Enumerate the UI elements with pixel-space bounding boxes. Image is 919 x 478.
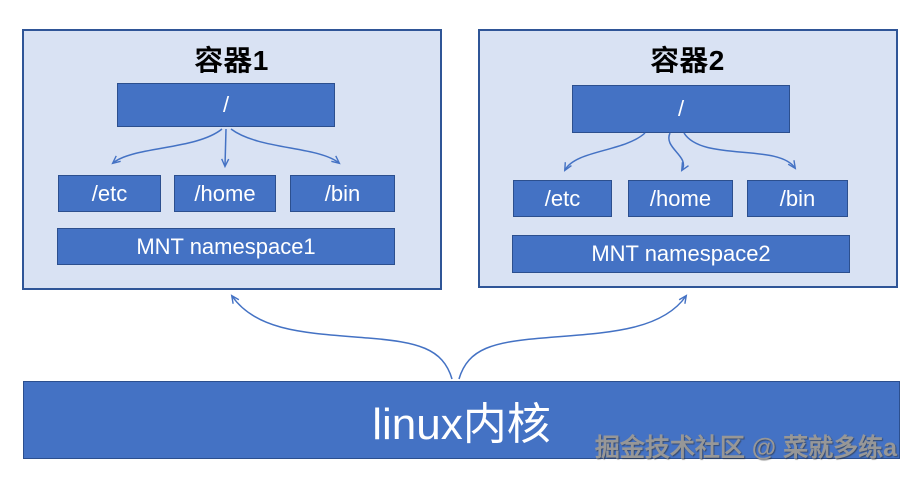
container-2-panel: 容器2 / /etc /home /bin MNT namespace2 [478,29,898,288]
container-1-title: 容器1 [194,45,270,76]
container-2-bin-box: /bin [747,180,848,217]
container-1-bin-box: /bin [290,175,395,212]
container-2-etc-box: /etc [513,180,612,217]
container-2-root-box: / [572,85,790,133]
container-1-root-box: / [117,83,335,127]
container-1-namespace-box: MNT namespace1 [57,228,395,265]
container-2-namespace-box: MNT namespace2 [512,235,850,273]
container-1-panel: 容器1 / /etc /home /bin MNT namespace1 [22,29,442,290]
arrow-kernel-to-c1 [230,294,453,380]
container-2-home-box: /home [628,180,733,217]
arrow-kernel-to-c2 [458,294,688,380]
container-2-title: 容器2 [650,45,726,76]
container-1-home-box: /home [174,175,276,212]
watermark-text: 掘金技术社区 @ 菜就多练a [594,434,897,462]
container-1-etc-box: /etc [58,175,161,212]
linux-kernel-box: linux内核 [23,381,900,459]
